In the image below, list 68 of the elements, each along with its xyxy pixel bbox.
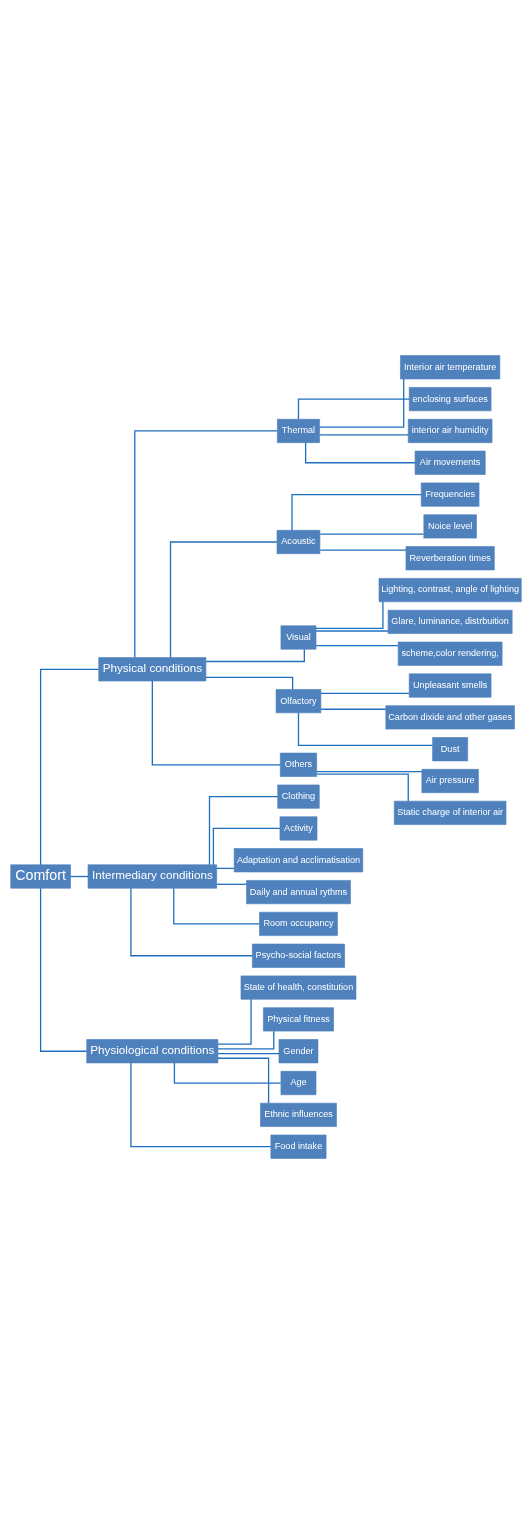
- connector: [315, 629, 389, 632]
- connector: [205, 676, 294, 690]
- connector: [319, 549, 407, 551]
- node-box: Noice level: [423, 513, 477, 538]
- connector: [319, 533, 425, 535]
- node-box: Room occupancy: [259, 911, 338, 936]
- connector: [205, 648, 305, 662]
- node-box: Others: [279, 752, 317, 777]
- node-box: Reverberation times: [405, 545, 495, 570]
- connector: [297, 397, 410, 420]
- node-box: Physical conditions: [98, 656, 207, 681]
- connector: [169, 540, 278, 658]
- node-box: Lighting, contrast, angle of lighting: [378, 577, 522, 602]
- connector: [39, 668, 100, 865]
- node-box: Static charge of interior air: [393, 800, 507, 825]
- connector: [173, 887, 260, 925]
- node-box: scheme,color rendering,: [397, 641, 503, 666]
- connector: [315, 600, 384, 629]
- connector: [212, 827, 281, 865]
- node-box: enclosing surfaces: [408, 386, 492, 411]
- node-box: Acoustic: [276, 529, 321, 554]
- node-box: Physical fitness: [263, 1006, 334, 1031]
- node-box: Psycho-social factors: [252, 943, 345, 968]
- connector: [316, 770, 423, 772]
- connector: [320, 692, 410, 694]
- connector: [217, 1057, 270, 1104]
- node-box: Physiological conditions: [86, 1038, 219, 1063]
- connector: [291, 493, 422, 531]
- connector: [315, 644, 399, 646]
- node-box: Adaptation and acclimatisation: [233, 847, 364, 872]
- node-box: Thermal: [277, 418, 320, 443]
- node-box: Carbon dixide and other gases: [385, 704, 515, 729]
- node-box: Air movements: [414, 450, 486, 475]
- connector: [130, 887, 253, 956]
- connector: [216, 883, 248, 885]
- connector: [130, 1061, 272, 1147]
- node-box: Activity: [279, 815, 318, 840]
- node-box: Frequencies: [420, 482, 480, 507]
- connector: [217, 1052, 280, 1054]
- node-box: Interior air temperature: [400, 354, 501, 379]
- node-box: Unpleasant smells: [408, 673, 492, 698]
- node-box: Olfactory: [275, 688, 322, 713]
- node-box: Ethnic influences: [260, 1102, 337, 1127]
- connector: [319, 377, 405, 428]
- node-box: Clothing: [277, 784, 320, 809]
- node-box: Dust: [432, 736, 468, 761]
- node-box: Visual: [280, 624, 317, 649]
- node-box: Glare, luminance, distrbuition: [387, 609, 513, 634]
- node-box: Gender: [278, 1038, 319, 1063]
- node-box: Daily and annual rythms: [246, 879, 351, 904]
- connector: [39, 887, 88, 1052]
- connector: [316, 772, 409, 802]
- node-box: Comfort: [10, 864, 71, 889]
- node-box: Air pressure: [421, 768, 479, 793]
- node-box: Intermediary conditions: [87, 864, 217, 889]
- connector: [304, 441, 416, 463]
- connector: [297, 711, 434, 746]
- connector: [151, 679, 281, 765]
- node-box: State of health, constitution: [240, 975, 357, 1000]
- connector: [319, 433, 409, 435]
- node-box: Age: [280, 1070, 317, 1095]
- connector: [134, 429, 278, 658]
- connector: [208, 795, 279, 865]
- connector: [217, 998, 252, 1045]
- node-box: Food intake: [270, 1134, 327, 1159]
- connector: [217, 1030, 275, 1050]
- connector: [320, 708, 387, 710]
- node-box: interior air humidity: [407, 418, 493, 443]
